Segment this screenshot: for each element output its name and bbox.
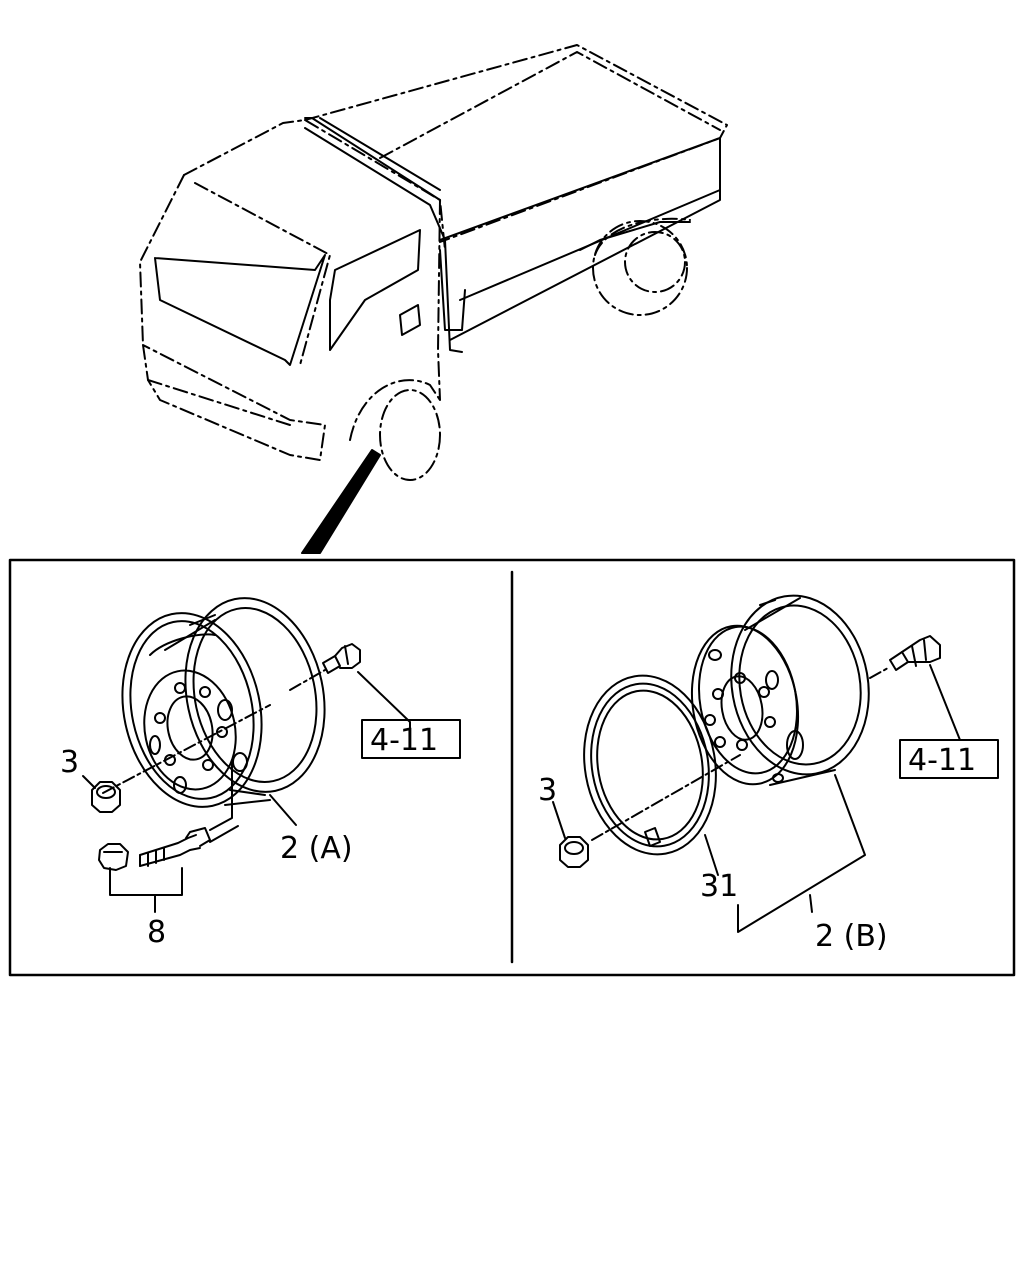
label-part-8: 8 (147, 915, 166, 950)
bolt-a (322, 643, 361, 674)
wheel-b-drawing (591, 594, 889, 841)
ref-box-b (899, 739, 999, 779)
leader-3-b (552, 801, 566, 839)
leader-2b (737, 774, 866, 933)
ring-31-drawing (583, 674, 717, 856)
leader-2b-tail (809, 894, 813, 913)
nut-3-b (559, 836, 589, 868)
label-part-31: 31 (700, 869, 738, 904)
leader-ref-a (357, 671, 411, 749)
leader-31 (704, 834, 719, 876)
valve-8-drawing (98, 759, 239, 871)
ref-box-a (361, 719, 461, 759)
label-ref-box-a: 4-11 (370, 723, 438, 758)
label-part-2a: 2 (A) (280, 831, 353, 866)
label-part-3-right: 3 (538, 773, 557, 808)
pointer-wedge (301, 449, 381, 554)
leader-3-a (82, 775, 96, 789)
leader-2a (269, 794, 297, 826)
wheel-a-drawing (102, 597, 326, 808)
label-part-3-left: 3 (60, 745, 79, 780)
leader-8 (109, 867, 183, 896)
label-part-2b: 2 (B) (815, 919, 888, 954)
bolt-b (889, 635, 941, 671)
truck-details (154, 117, 721, 366)
detail-frame (8, 558, 1016, 977)
leader-ref-b (929, 664, 961, 741)
label-ref-box-b: 4-11 (908, 743, 976, 778)
nut-3-a (91, 781, 121, 813)
